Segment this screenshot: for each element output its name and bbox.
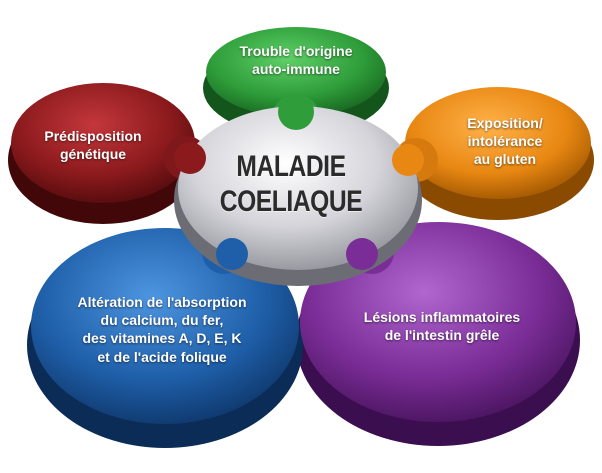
center-sockets (174, 94, 424, 270)
center-title-line-2: COELIAQUE (219, 184, 363, 218)
petal-orange-line-2: intolérance (467, 133, 543, 150)
orange-petal (405, 87, 591, 199)
petal-green-line-1: Trouble d'origine (239, 43, 353, 59)
petal-green-text: Trouble d'origine auto-immune (216, 42, 376, 78)
petal-purple-line-2: de l'intestin grêle (384, 327, 500, 344)
green-petal (206, 27, 386, 117)
center-title: MALADIE COELIAQUE (213, 150, 369, 219)
red-petal (11, 83, 195, 203)
petal-red-line-1: Prédisposition (44, 128, 142, 144)
petal-blue-line-4: et de l'acide folique (97, 348, 227, 365)
socket-orange (392, 144, 424, 176)
petal-red-line-2: génétique (59, 146, 127, 163)
socket-purple (346, 238, 378, 270)
petal-blue-text: Altération de l'absorption du calcium, d… (52, 293, 272, 366)
petal-blue-line-3: des vitamines A, D, E, K (82, 330, 242, 347)
petal-blue-line-1: Altération de l'absorption (77, 294, 247, 310)
petal-orange-text: Exposition/ intolérance au gluten (450, 114, 560, 169)
petal-purple-text: Lésions inflammatoires de l'intestin grê… (352, 308, 532, 344)
petal-blue-line-2: du calcium, du fer, (100, 312, 224, 329)
petal-orange-line-1: Exposition/ (467, 115, 543, 131)
socket-green (278, 94, 314, 130)
center-piece (178, 106, 418, 270)
petal-green-line-2: auto-immune (252, 61, 340, 78)
center-title-line-1: MALADIE (236, 150, 346, 183)
socket-blue (216, 238, 248, 270)
petal-orange-line-3: au gluten (473, 151, 537, 168)
petal-red-text: Prédisposition génétique (28, 127, 158, 163)
petal-purple-line-1: Lésions inflammatoires (363, 309, 521, 325)
blue-petal (31, 228, 299, 424)
socket-red (174, 142, 206, 174)
